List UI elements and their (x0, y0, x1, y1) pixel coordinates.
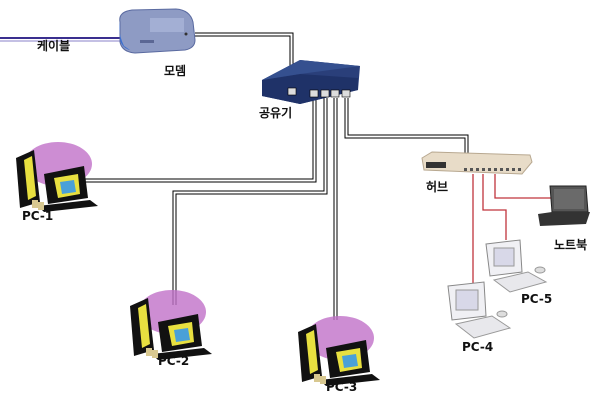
modem-icon[interactable] (119, 8, 196, 54)
pc4-icon[interactable] (447, 281, 512, 339)
hub-label: 허브 (426, 180, 449, 194)
router-icon[interactable] (262, 60, 360, 104)
hub-icon[interactable] (421, 151, 533, 175)
notebook-label: 노트북 (554, 238, 588, 252)
pc1-icon[interactable] (16, 142, 98, 212)
notebook-icon[interactable] (538, 185, 590, 226)
lan-lines (84, 32, 469, 320)
link-router-pc2 (172, 98, 325, 305)
link-hub-notebook (494, 174, 552, 199)
cable-label: 케이블 (37, 39, 71, 53)
pc1-label: PC-1 (22, 209, 54, 223)
hub-lines (472, 174, 552, 285)
pc4-label: PC-4 (462, 340, 494, 354)
modem-label: 모뎀 (164, 64, 187, 78)
link-router-pc1 (84, 98, 314, 180)
pc2-label: PC-2 (158, 354, 190, 368)
pc3-icon[interactable] (298, 316, 380, 386)
router-label: 공유기 (259, 106, 293, 120)
pc5-icon[interactable] (485, 239, 548, 293)
link-hub-pc5 (482, 174, 507, 240)
cable-line (0, 37, 122, 42)
pc5-label: PC-5 (521, 292, 553, 306)
pc2-icon[interactable] (130, 290, 212, 360)
pc3-label: PC-3 (326, 380, 358, 394)
